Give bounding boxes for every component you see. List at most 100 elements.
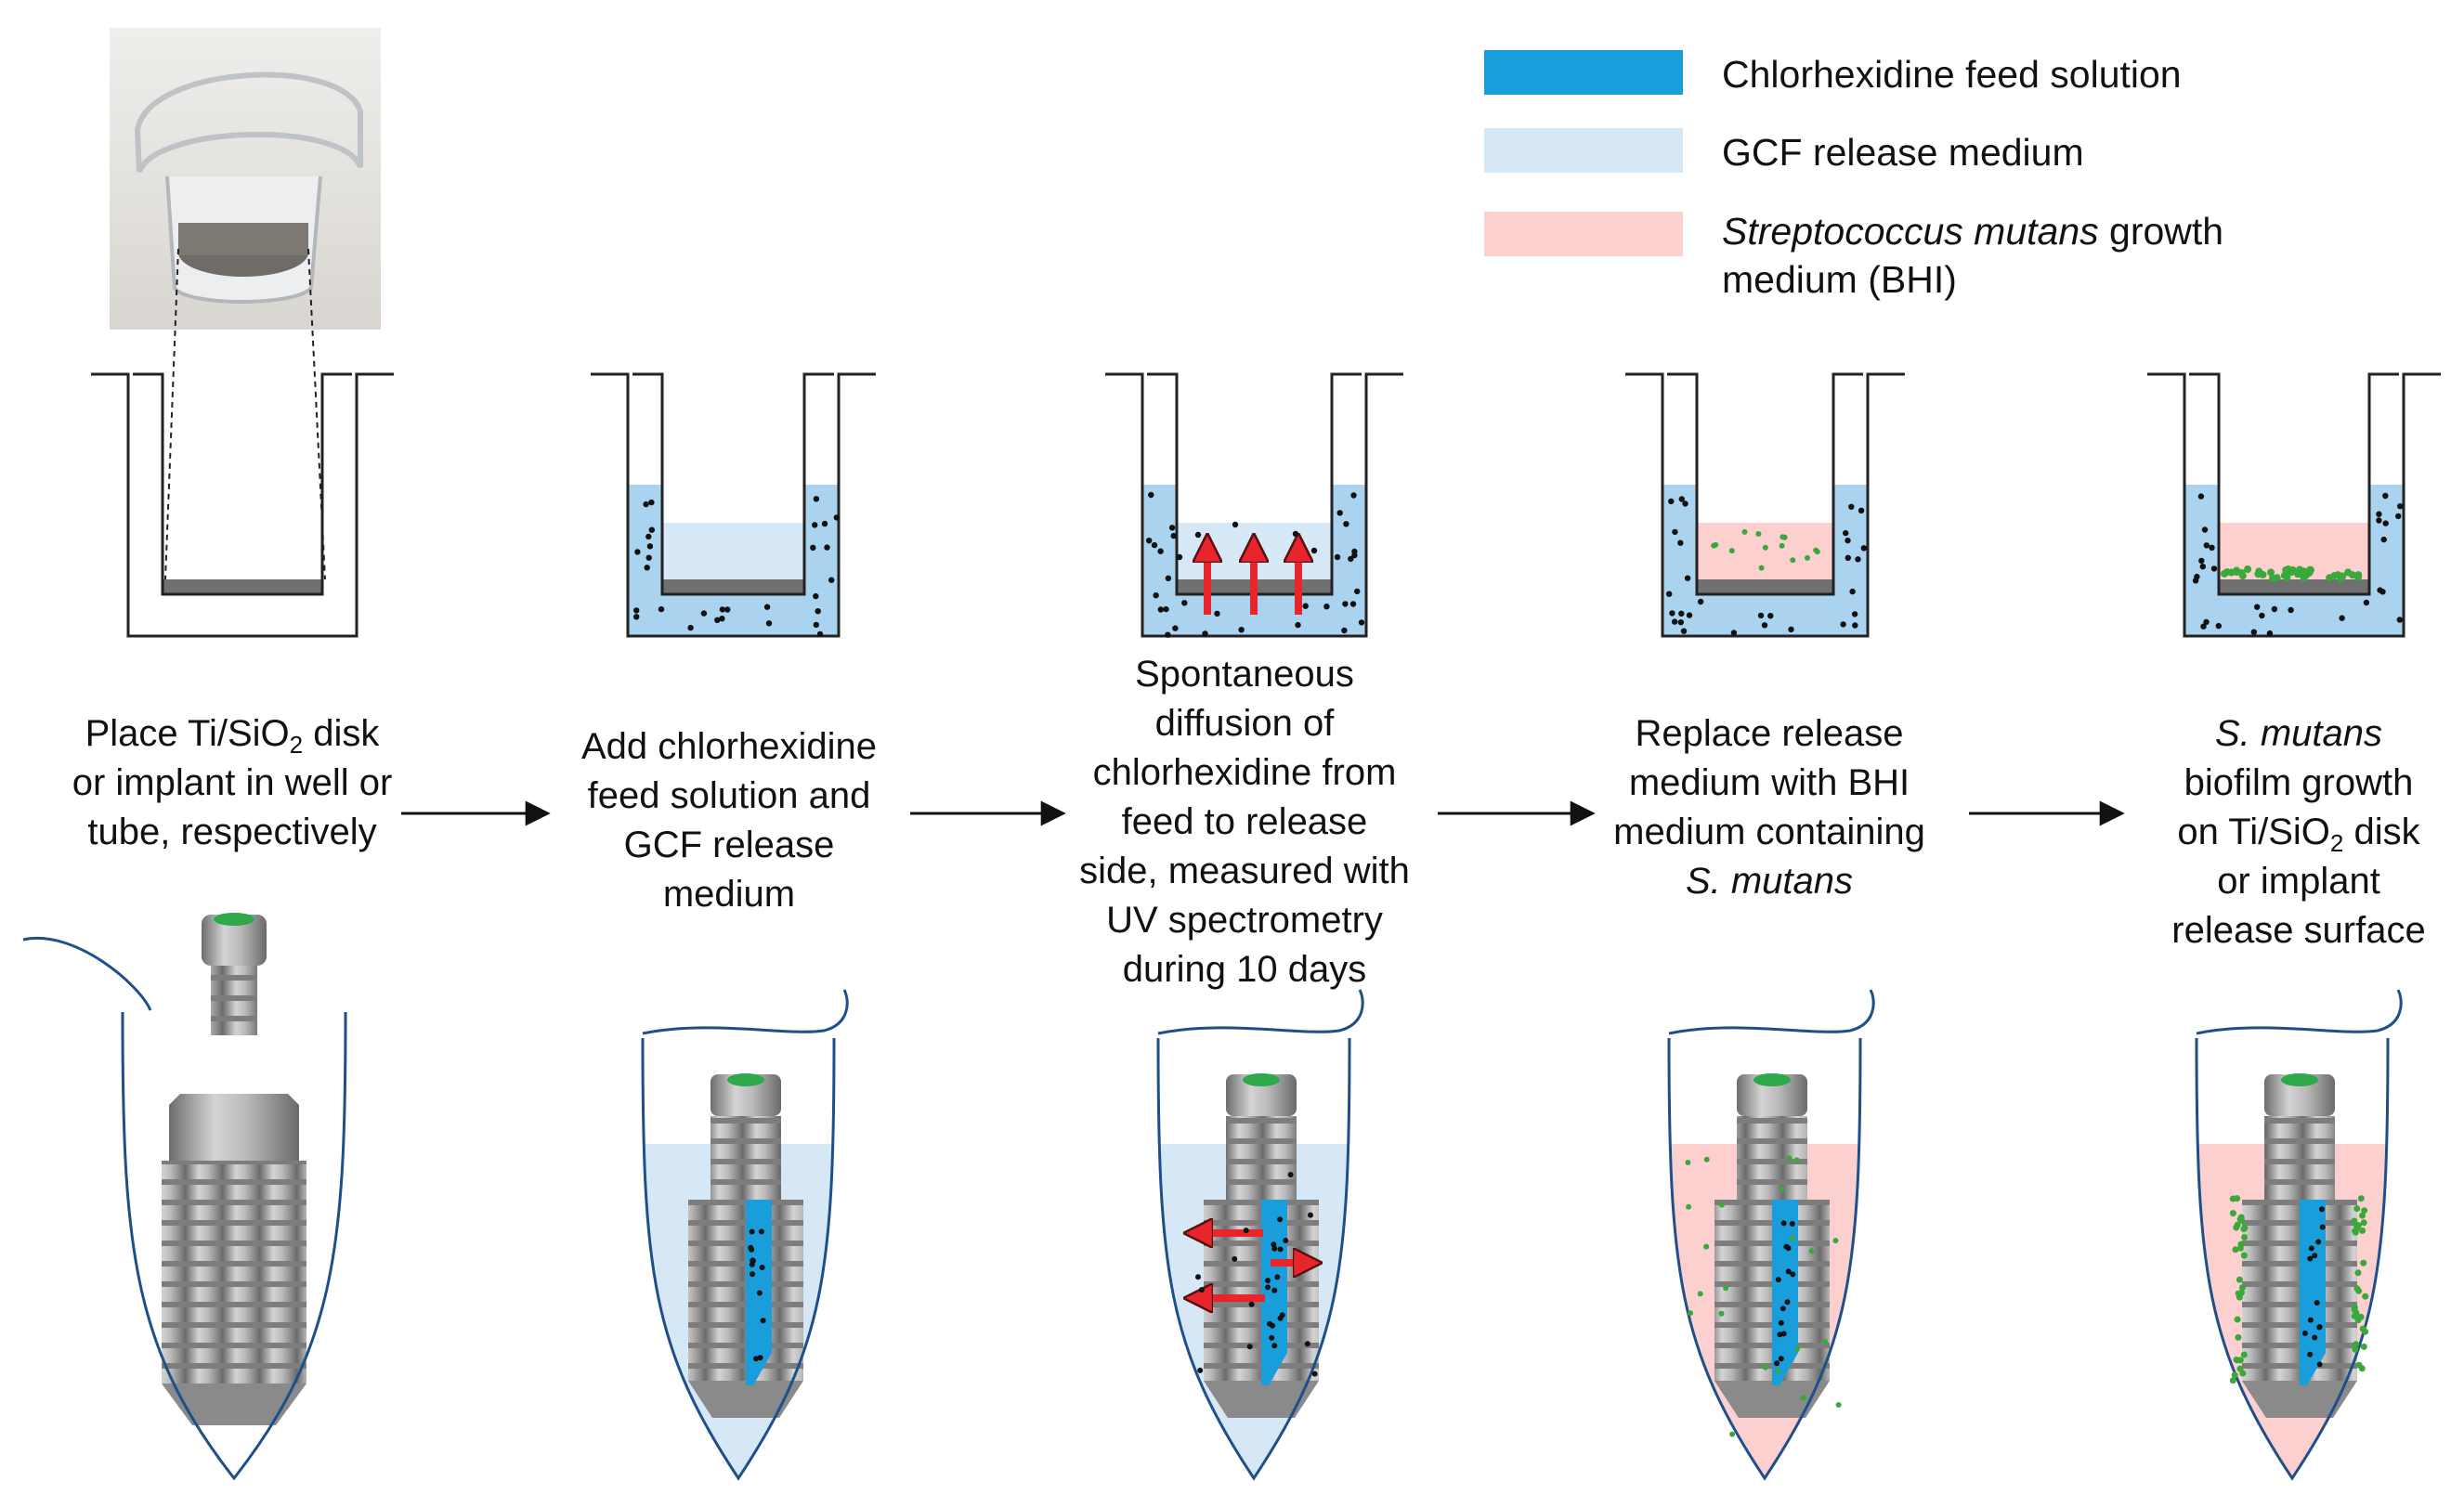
biofilm-dot [2359, 1212, 2366, 1219]
chlorhexidine-dot [1153, 592, 1159, 599]
biofilm-dot [2233, 1224, 2240, 1231]
biofilm-dot [2359, 1325, 2366, 1332]
screw-top-icon [1243, 1073, 1280, 1086]
biofilm-dot [2234, 1316, 2241, 1323]
chlorhexidine-dot [1271, 1287, 1278, 1293]
tube-outline [121, 1011, 347, 1481]
chlorhexidine-dot [2319, 1224, 2326, 1230]
step-3-line-4: feed to release [1121, 801, 1368, 842]
chlorhexidine-dot [2395, 513, 2402, 520]
projection-line [164, 248, 179, 580]
tube-outline [2195, 1037, 2390, 1481]
well-outline [91, 372, 394, 638]
chlorhexidine-dot [1682, 500, 1688, 507]
chlorhexidine-dot [1269, 1334, 1275, 1341]
chlorhexidine-dot [1774, 1360, 1780, 1367]
chlorhexidine-dot [1165, 575, 1172, 581]
biofilm-dot [2355, 1287, 2363, 1294]
chlorhexidine-dot [2315, 1239, 2322, 1245]
chlorhexidine-dot [2307, 1351, 2314, 1358]
biofilm-dot [2239, 1284, 2246, 1292]
chlorhexidine-dot [758, 1228, 764, 1235]
chlorhexidine-dot [1165, 631, 1171, 638]
chlorhexidine-dot [1198, 1287, 1205, 1293]
chlorhexidine-dot [1283, 1238, 1289, 1243]
biofilm-dot [2360, 1343, 2367, 1350]
chlorhexidine-dot [1295, 621, 1301, 629]
chlorhexidine-dot [753, 1356, 759, 1362]
bacteria-dot [1703, 1243, 1710, 1250]
chlorhexidine-dot [643, 500, 649, 508]
chlorhexidine-dot [1680, 628, 1688, 634]
chlorhexidine-dot [759, 1265, 765, 1270]
bacteria-dot [1781, 534, 1788, 540]
chlorhexidine-dot [2203, 618, 2210, 626]
chlorhexidine-dot [658, 605, 665, 613]
chlorhexidine-dot [2308, 1245, 2314, 1252]
chlorhexidine-dot [749, 1228, 755, 1235]
screw-top-icon [1753, 1073, 1791, 1086]
implant-feed-channel [2300, 1200, 2326, 1385]
chlorhexidine-dot [812, 522, 818, 528]
chlorhexidine-dot [2307, 1317, 2314, 1323]
bacteria-dot [1718, 1310, 1725, 1317]
legend-label-gcf: GCF release medium [1722, 131, 2084, 174]
bacteria-dot [1755, 531, 1762, 537]
chlorhexidine-dot [2376, 517, 2382, 524]
well-outline [1625, 372, 1905, 638]
bacteria-dot [1786, 1155, 1793, 1162]
chlorhexidine-dot [1848, 503, 1855, 510]
legend-label-feed: Chlorhexidine feed solution [1722, 53, 2182, 96]
chlorhexidine-dot [2316, 1361, 2323, 1368]
bacteria-dot [1808, 1248, 1815, 1254]
chlorhexidine-dot [724, 606, 731, 613]
bacteria-dot [1789, 1235, 1795, 1241]
biofilm-dot [2234, 1195, 2241, 1202]
chlorhexidine-dot [1677, 619, 1685, 626]
tube-outline [1667, 1037, 1862, 1481]
insert-outline [2189, 372, 2399, 596]
chlorhexidine-dot [1163, 605, 1169, 613]
biofilm-dot [2355, 1361, 2363, 1369]
step-1-line-1: Place Ti/SiO2 disk [46, 709, 418, 759]
chlorhexidine-dot [1775, 1277, 1781, 1283]
chlorhexidine-dot [1341, 627, 1348, 634]
screw-head-icon [1226, 1074, 1297, 1116]
biofilm-dot [2223, 568, 2231, 577]
chlorhexidine-dot [714, 617, 721, 623]
tube-4-icon [1667, 989, 1875, 1481]
chlorhexidine-dot [1195, 1274, 1201, 1280]
biofilm-dot [2236, 1244, 2244, 1252]
chlorhexidine-dot [719, 616, 725, 622]
chlorhexidine-dot [1840, 621, 1846, 628]
chlorhexidine-dot [1271, 1241, 1277, 1248]
chlorhexidine-dot [1277, 1315, 1284, 1321]
biofilm-dot [2254, 570, 2262, 578]
chlorhexidine-dot [810, 544, 816, 551]
chlorhexidine-dot [2382, 520, 2389, 526]
chlorhexidine-dot [1354, 588, 1361, 595]
chlorhexidine-dot [2307, 1255, 2314, 1262]
step-5-line-3-text: on Ti/SiO [2177, 812, 2330, 852]
implant-feed-channel [1772, 1200, 1798, 1385]
chlorhexidine-dot [645, 554, 652, 561]
chlorhexidine-dot [1843, 529, 1849, 537]
chlorhexidine-dot [1855, 556, 1861, 563]
step-5-caption: S. mutans biofilm growth on Ti/SiO2 disk… [2122, 709, 2464, 955]
tube-cap-icon [2196, 989, 2403, 1035]
chlorhexidine-dot [1686, 612, 1693, 618]
legend-label-bhi-italic: Streptococcus mutans [1722, 210, 2099, 253]
chlorhexidine-dot [2200, 623, 2207, 630]
chlorhexidine-dot [815, 608, 821, 615]
chlorhexidine-dot [2314, 1300, 2320, 1306]
bacteria-dot [1688, 1310, 1693, 1317]
chlorhexidine-dot [648, 499, 655, 506]
biofilm-dot [2352, 1228, 2359, 1236]
biofilm-dot [2361, 1207, 2368, 1215]
bacteria-dot [1813, 547, 1819, 553]
biofilm-dot [2353, 1221, 2360, 1228]
chlorhexidine-dot [2210, 565, 2218, 572]
chlorhexidine-dot [1302, 603, 1309, 609]
chlorhexidine-dot [813, 592, 819, 600]
tube-1-icon [22, 913, 347, 1481]
